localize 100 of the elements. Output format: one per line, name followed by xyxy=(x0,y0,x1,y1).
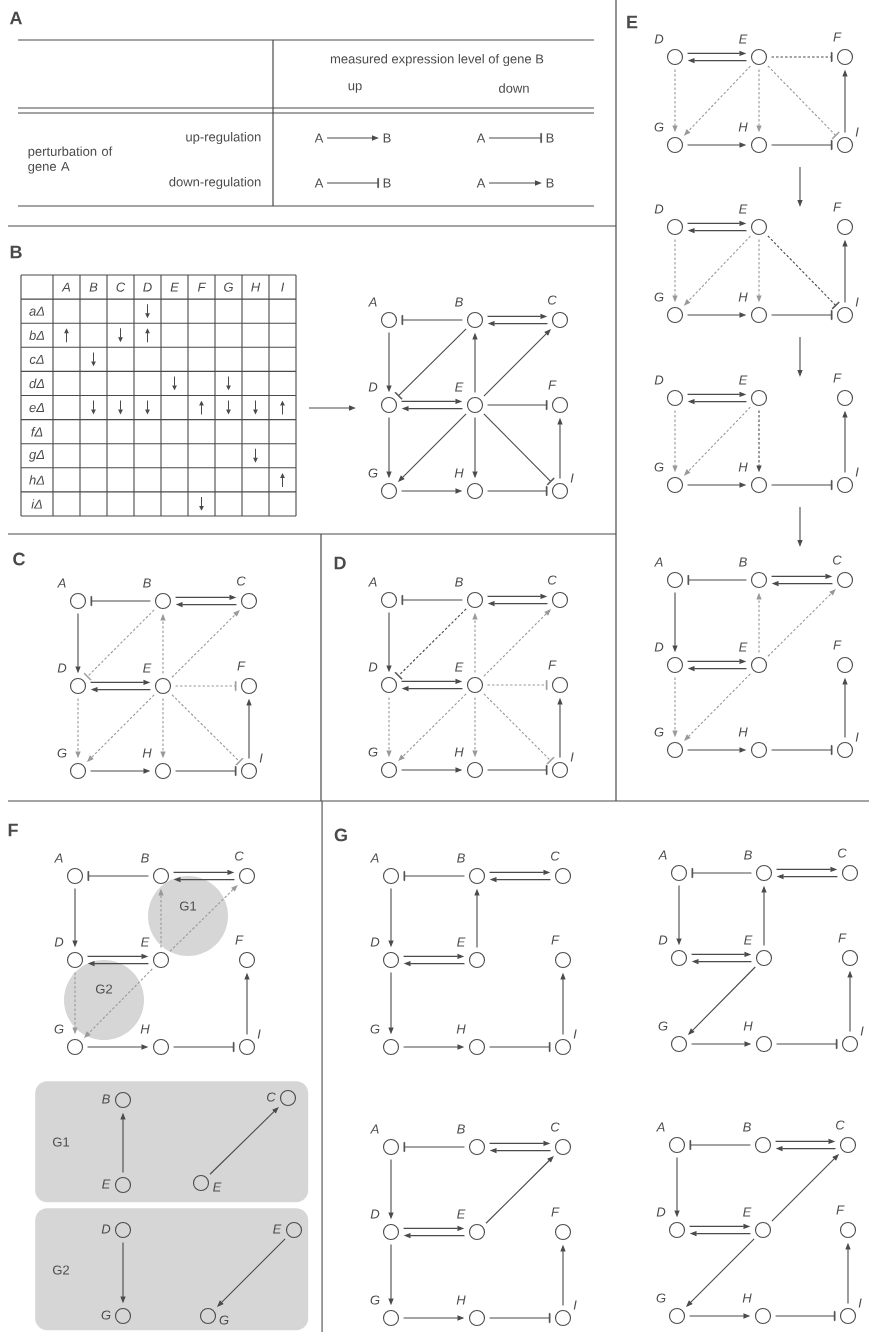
table-text: down-regulation xyxy=(169,176,261,190)
gene-label: B xyxy=(383,133,391,143)
node-letter: C xyxy=(551,851,560,861)
inhibition-arrow xyxy=(771,310,833,320)
node-letter: I xyxy=(570,473,574,483)
node-letter: E xyxy=(739,642,748,652)
gene-label: B xyxy=(546,178,554,188)
inhibition-arrow xyxy=(90,596,151,606)
row-label: dΔ xyxy=(29,378,45,389)
node-letter: F xyxy=(551,935,560,945)
node-letter: E xyxy=(457,1209,466,1219)
gene-label: A xyxy=(314,178,324,188)
row-label: aΔ xyxy=(29,306,45,316)
table-header: E xyxy=(170,282,179,292)
table-header: G xyxy=(224,282,233,292)
node-letter: D xyxy=(654,375,664,385)
table-header: A xyxy=(61,282,71,292)
node-letter: D xyxy=(656,1207,666,1217)
node-letter: G xyxy=(654,462,664,472)
node-letter: F xyxy=(833,640,842,650)
node-letter: D xyxy=(658,935,668,945)
node-letter: G xyxy=(101,1310,111,1320)
node-letter: E xyxy=(743,1207,752,1217)
node-letter: H xyxy=(142,748,152,758)
inhibition-arrow xyxy=(394,328,467,400)
gene-label: A xyxy=(476,178,486,188)
node-letter: A xyxy=(368,297,377,307)
node-letter: G xyxy=(57,748,67,758)
node-letter: I xyxy=(855,127,859,137)
gene-label: B xyxy=(546,133,554,143)
node-letter: H xyxy=(454,468,464,478)
node-letter: E xyxy=(213,1182,222,1192)
node-letter: C xyxy=(548,295,557,305)
inhibition-arrow xyxy=(771,745,833,755)
inhibition-arrow xyxy=(483,693,555,765)
node-letter: H xyxy=(738,462,748,472)
table-text: up-regulation xyxy=(186,131,261,145)
node-letter: F xyxy=(237,661,246,671)
table-header: F xyxy=(197,282,207,292)
node-letter: B xyxy=(743,1122,751,1132)
node-letter: A xyxy=(370,1124,379,1134)
panel-letter: A xyxy=(9,11,23,25)
table-header: H xyxy=(251,282,261,292)
inhibition-arrow xyxy=(489,1313,551,1323)
gene-label: B xyxy=(383,178,391,188)
inhibition-arrow xyxy=(771,140,833,150)
inhibition-arrow xyxy=(173,1042,235,1052)
node-letter: A xyxy=(658,850,667,860)
table-header: D xyxy=(143,282,152,292)
panel-letter: D xyxy=(334,556,346,570)
row-label: iΔ xyxy=(31,499,42,509)
inhibition-arrow xyxy=(483,413,555,486)
node-letter: B xyxy=(141,853,149,863)
inhibition-arrow xyxy=(691,868,752,878)
inhibition-arrow xyxy=(488,133,542,143)
table-header: I xyxy=(281,282,285,292)
row-label: gΔ xyxy=(29,450,45,462)
node-letter: F xyxy=(235,935,244,945)
node-letter: F xyxy=(833,32,842,42)
inhibition-arrow xyxy=(489,1042,551,1052)
node-letter: A xyxy=(654,557,663,567)
inhibition-arrow xyxy=(401,595,463,605)
node-letter: C xyxy=(838,848,847,858)
node-letter: G xyxy=(654,292,664,302)
inhibition-arrow xyxy=(776,1039,838,1049)
node-letter: H xyxy=(738,292,748,302)
node-letter: G xyxy=(654,727,664,737)
node-letter: H xyxy=(456,1295,466,1305)
panel-letter: B xyxy=(10,245,22,259)
node-letter: I xyxy=(573,1029,577,1039)
panel-letter: E xyxy=(627,15,638,29)
inhibition-arrow xyxy=(687,575,747,585)
inhibition-arrow xyxy=(689,1140,751,1150)
node-letter: F xyxy=(548,380,557,390)
node-letter: B xyxy=(744,850,752,860)
inhibition-arrow xyxy=(487,680,548,690)
node-letter: H xyxy=(454,747,464,757)
node-letter: D xyxy=(654,34,664,44)
node-letter: F xyxy=(836,1205,845,1215)
node-letter: E xyxy=(455,662,464,672)
node-letter: I xyxy=(855,467,859,477)
node-letter: G xyxy=(658,1021,668,1031)
inhibition-arrow xyxy=(401,315,463,325)
node-letter: A xyxy=(57,578,66,588)
gene-label: A xyxy=(476,133,486,143)
panel-letter: G xyxy=(334,828,347,842)
node-letter: B xyxy=(739,557,747,567)
node-letter: I xyxy=(573,1300,577,1310)
row-label: eΔ xyxy=(29,403,45,413)
inhibition-arrow xyxy=(394,608,467,680)
node-letter: D xyxy=(654,204,664,214)
node-letter: I xyxy=(259,753,263,763)
node-letter: B xyxy=(102,1094,110,1104)
table-text: down xyxy=(499,83,529,93)
table-header: B xyxy=(89,282,98,292)
node-letter: I xyxy=(855,732,859,742)
inhibition-arrow xyxy=(771,480,833,490)
group-label: G2 xyxy=(96,984,112,994)
node-letter: D xyxy=(370,1209,380,1219)
node-letter: E xyxy=(141,937,150,947)
